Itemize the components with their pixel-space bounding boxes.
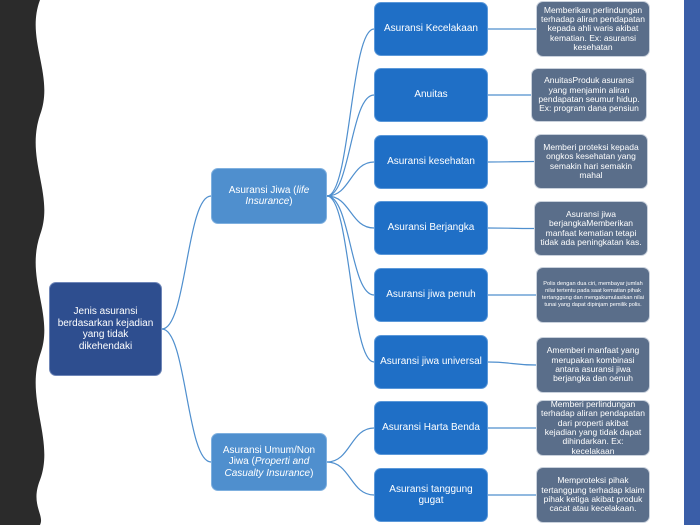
leaf-label: Asuransi kesehatan [387,156,475,168]
desc-node-asuransi-tanggung-gugat: Memproteksi pihak tertanggung terhadap k… [536,467,650,523]
desc-text: Amemberi manfaat yang merupakan kombinas… [546,345,640,384]
desc-text: Asuransi jiwa berjangkaMemberikan manfaa… [540,208,642,247]
connector-leaf-to-desc-asuransi-kesehatan [487,160,535,163]
connector-root-to-general [161,328,212,463]
leaf-label: Anuitas [414,89,448,101]
desc-text: Memproteksi pihak tertanggung terhadap k… [541,475,645,514]
branch-node-general-insurance: Asuransi Umum/Non Jiwa (Properti and Cas… [211,433,327,491]
desc-node-anuitas: AnuitasProduk asuransi yang menjamin ali… [531,68,647,122]
connector-life-to-asuransi-kecelakaan [326,28,375,197]
desc-node-asuransi-harta-benda: Memberi perlindungan terhadap aliran pen… [536,398,650,456]
right-edge-bar [684,0,700,525]
desc-text: Polis dengan dua ciri, membayar jumlah n… [542,281,644,308]
desc-node-asuransi-kecelakaan: Memberikan perlindungan terhadap aliran … [536,1,650,57]
connector-root-to-life [161,195,212,330]
branch-label: Asuransi Umum/Non Jiwa (Properti and Cas… [222,444,316,479]
leaf-label: Asuransi Berjangka [387,222,475,234]
leaf-node-asuransi-harta-benda: Asuransi Harta Benda [374,401,488,455]
leaf-node-asuransi-kesehatan: Asuransi kesehatan [374,135,488,189]
connector-leaf-to-desc-asuransi-jiwa-universal [487,361,537,366]
connector-life-to-anuitas [326,94,375,197]
connector-general-to-asuransi-tanggung-gugat [326,461,375,496]
connector-life-to-asuransi-jiwa-universal [326,195,375,363]
connector-lines [161,28,537,496]
connector-leaf-to-desc-asuransi-berjangka [487,227,535,230]
root-node-label: Jenis asuransi berdasarkan kejadian yang… [57,306,154,352]
leaf-node-anuitas: Anuitas [374,68,488,122]
leaf-label: Asuransi jiwa penuh [386,289,476,301]
desc-text: Memberi proteksi kepada ongkos kesehatan… [543,141,639,180]
leaf-label: Asuransi tanggung gugat [389,483,473,507]
leaf-node-asuransi-kecelakaan: Asuransi Kecelakaan [374,2,488,56]
leaf-label: Asuransi jiwa universal [380,356,482,368]
connector-general-to-asuransi-harta-benda [326,427,375,463]
leaf-node-asuransi-jiwa-penuh: Asuransi jiwa penuh [374,268,488,322]
connector-life-to-asuransi-jiwa-penuh [326,195,375,296]
desc-text: Memberikan perlindungan terhadap aliran … [541,4,645,53]
desc-text: AnuitasProduk asuransi yang menjamin ali… [538,75,640,114]
leaf-node-asuransi-jiwa-universal: Asuransi jiwa universal [374,335,488,389]
connector-life-to-asuransi-kesehatan [326,161,375,197]
desc-text: Memberi perlindungan terhadap aliran pen… [541,398,645,456]
connector-life-to-asuransi-berjangka [326,195,375,229]
leaf-node-asuransi-tanggung-gugat: Asuransi tanggung gugat [374,468,488,522]
leaf-label: Asuransi Harta Benda [382,422,480,434]
desc-node-asuransi-kesehatan: Memberi proteksi kepada ongkos kesehatan… [534,134,648,189]
left-wavy-band [0,0,45,525]
root-node: Jenis asuransi berdasarkan kejadian yang… [49,282,162,376]
leaf-label: Asuransi Kecelakaan [384,23,478,35]
desc-node-asuransi-jiwa-universal: Amemberi manfaat yang merupakan kombinas… [536,337,650,393]
desc-node-asuransi-berjangka: Asuransi jiwa berjangkaMemberikan manfaa… [534,201,648,256]
branch-node-life-insurance: Asuransi Jiwa (life Insurance) [211,168,327,224]
leaf-node-asuransi-berjangka: Asuransi Berjangka [374,201,488,255]
branch-label: Asuransi Jiwa (life Insurance) [228,184,310,208]
desc-node-asuransi-jiwa-penuh: Polis dengan dua ciri, membayar jumlah n… [536,267,650,323]
